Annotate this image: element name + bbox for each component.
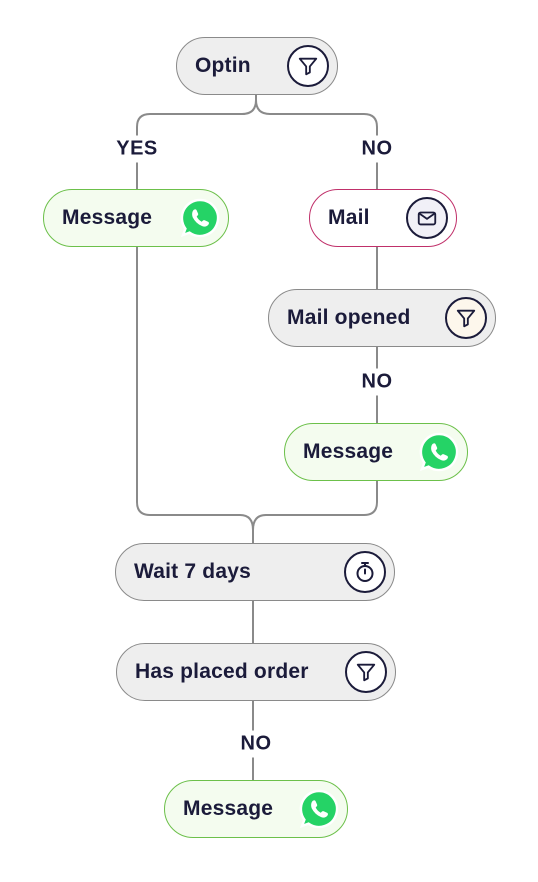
node-message-yes-label: Message xyxy=(62,206,153,229)
edge-label-no: NO xyxy=(357,135,397,163)
node-message-final-label: Message xyxy=(183,797,274,820)
connector-merge-left xyxy=(136,247,254,543)
stopwatch-icon xyxy=(344,551,386,593)
node-message-no[interactable]: Message xyxy=(284,423,468,481)
node-has-placed-order-label: Has placed order xyxy=(135,660,309,683)
filter-icon xyxy=(445,297,487,339)
connector-optin-split xyxy=(136,95,257,190)
node-mail-label: Mail xyxy=(328,206,370,229)
filter-icon xyxy=(287,45,329,87)
node-message-no-label: Message xyxy=(303,440,394,463)
node-mail-opened-label: Mail opened xyxy=(287,306,411,329)
whatsapp-icon xyxy=(178,196,222,240)
node-wait[interactable]: Wait 7 days xyxy=(115,543,395,601)
node-message-yes[interactable]: Message xyxy=(43,189,229,247)
node-optin-label: Optin xyxy=(195,54,251,77)
edge-label-placed-order-no: NO xyxy=(236,730,276,758)
node-mail[interactable]: Mail xyxy=(309,189,457,247)
node-optin[interactable]: Optin xyxy=(176,37,338,95)
connector-merge-right xyxy=(252,481,378,531)
whatsapp-icon xyxy=(297,787,341,831)
node-message-final[interactable]: Message xyxy=(164,780,348,838)
envelope-icon xyxy=(406,197,448,239)
connector-optin-no xyxy=(255,99,378,190)
whatsapp-icon xyxy=(417,430,461,474)
node-has-placed-order[interactable]: Has placed order xyxy=(116,643,396,701)
node-wait-label: Wait 7 days xyxy=(134,560,251,583)
node-mail-opened[interactable]: Mail opened xyxy=(268,289,496,347)
edge-label-yes: YES xyxy=(112,135,162,163)
edge-label-mail-opened-no: NO xyxy=(357,368,397,396)
filter-icon xyxy=(345,651,387,693)
